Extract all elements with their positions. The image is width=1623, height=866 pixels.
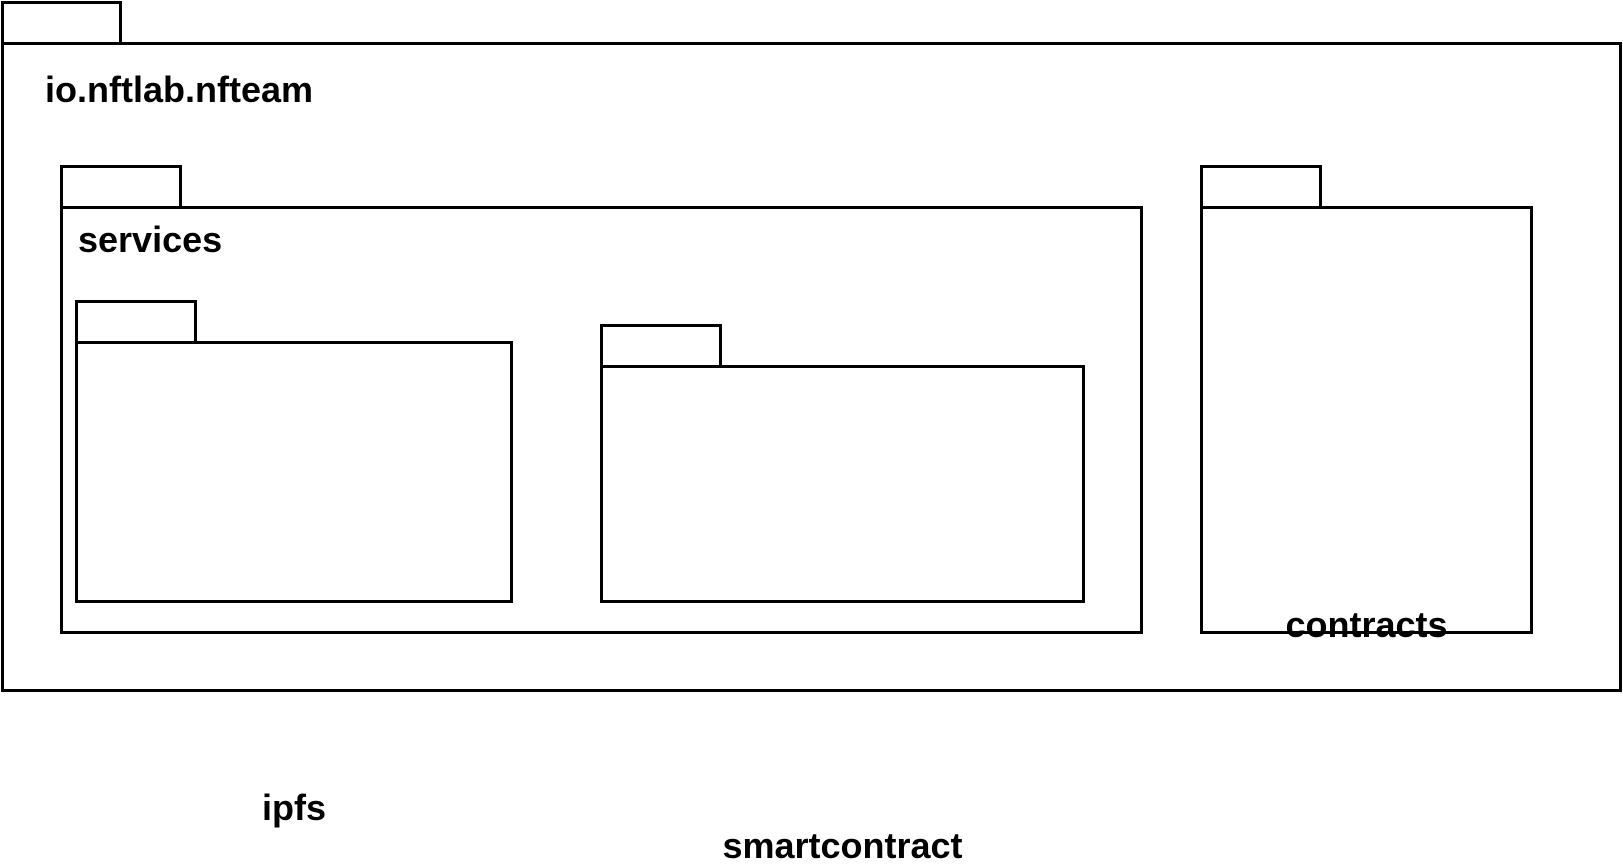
package-tab-contracts [1200, 165, 1322, 209]
package-tab-services [60, 165, 182, 209]
package-label-smartcontract: smartcontract [722, 825, 963, 866]
package-tab-io-nftlab-nfteam [1, 1, 122, 45]
package-contracts[interactable]: contracts [1200, 206, 1533, 643]
package-label-services: services [78, 219, 223, 260]
package-tab-ipfs [75, 300, 197, 344]
package-label-contracts: contracts [1285, 604, 1448, 645]
package-tab-smartcontract [600, 324, 722, 368]
package-ipfs[interactable]: ipfs [75, 341, 513, 826]
package-smartcontract[interactable]: smartcontract [600, 365, 1085, 864]
package-label-ipfs: ipfs [261, 787, 326, 828]
package-label-io-nftlab-nfteam: io.nftlab.nfteam [45, 69, 313, 110]
